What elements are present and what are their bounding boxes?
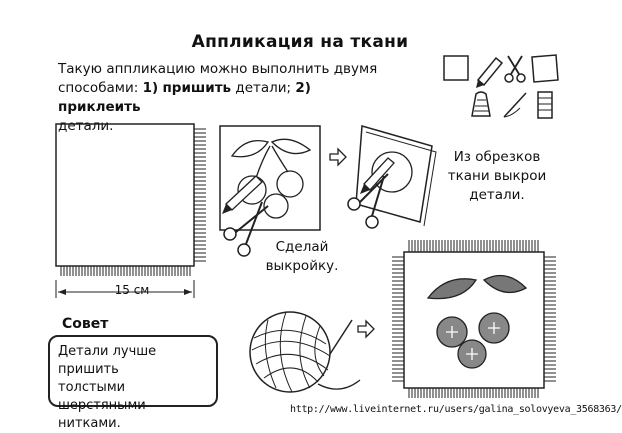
- step1-caption: Сделай выкройку.: [262, 238, 342, 276]
- page-title: Аппликация на ткани: [191, 32, 409, 52]
- illustrations: [55, 54, 559, 398]
- fabric-square-icon: [443, 55, 469, 81]
- method-1-tail: детали;: [231, 80, 296, 96]
- intro-line-2-start: способами:: [58, 80, 143, 96]
- arrow-right-icon: [329, 147, 347, 167]
- method-2-number: 2): [295, 80, 311, 96]
- fabric-square-with-fringe: [55, 123, 206, 276]
- step1-caption-line-1: Сделай: [275, 239, 329, 255]
- method-1-word: пришить: [162, 80, 232, 96]
- arrow-right-icon-2: [357, 319, 375, 339]
- method-1-number: 1): [142, 80, 159, 96]
- intro-line-3: детали.: [58, 118, 114, 134]
- dimension-label: 15 см: [114, 283, 150, 297]
- thread-spool-icon: [537, 91, 553, 119]
- needle-icon: [503, 92, 527, 118]
- advice-line-3: нитками.: [58, 416, 121, 431]
- advice-title: Совет: [62, 316, 109, 332]
- thimble-icon: [471, 91, 491, 117]
- footer-url: http://www.liveinternet.ru/users/galina_…: [290, 404, 622, 415]
- pencil-icon: [476, 56, 504, 88]
- step2-caption-line-3: детали.: [469, 187, 525, 203]
- advice-box: Детали лучше пришить толстыми шерстяными…: [48, 335, 218, 431]
- cherry-template-panel: [219, 125, 321, 231]
- paper-square-icon: [531, 54, 559, 83]
- advice-line-1: Детали лучше пришить: [58, 344, 157, 377]
- method-2-word: приклеить: [58, 99, 141, 115]
- step2-caption-line-2: ткани выкрои: [447, 168, 547, 184]
- step2-caption: Из обрезков ткани выкрои детали.: [440, 148, 554, 205]
- scissors-icon: [504, 55, 526, 83]
- step2-caption-line-1: Из обрезков: [453, 149, 541, 165]
- finished-applique: [392, 240, 556, 398]
- step2-scissors-icon: [347, 173, 389, 229]
- cutting-fabric-panel: [355, 125, 437, 227]
- advice-line-2: толстыми шерстяными: [58, 380, 146, 413]
- yarn-ball-icon: [249, 311, 361, 393]
- intro-text: Такую аппликацию можно выполнить двумя с…: [58, 60, 388, 136]
- step1-caption-line-2: выкройку.: [265, 258, 339, 274]
- step1-scissors-icon: [223, 201, 269, 257]
- dimension-line: [55, 280, 195, 298]
- intro-line-1: Такую аппликацию можно выполнить двумя: [58, 61, 378, 77]
